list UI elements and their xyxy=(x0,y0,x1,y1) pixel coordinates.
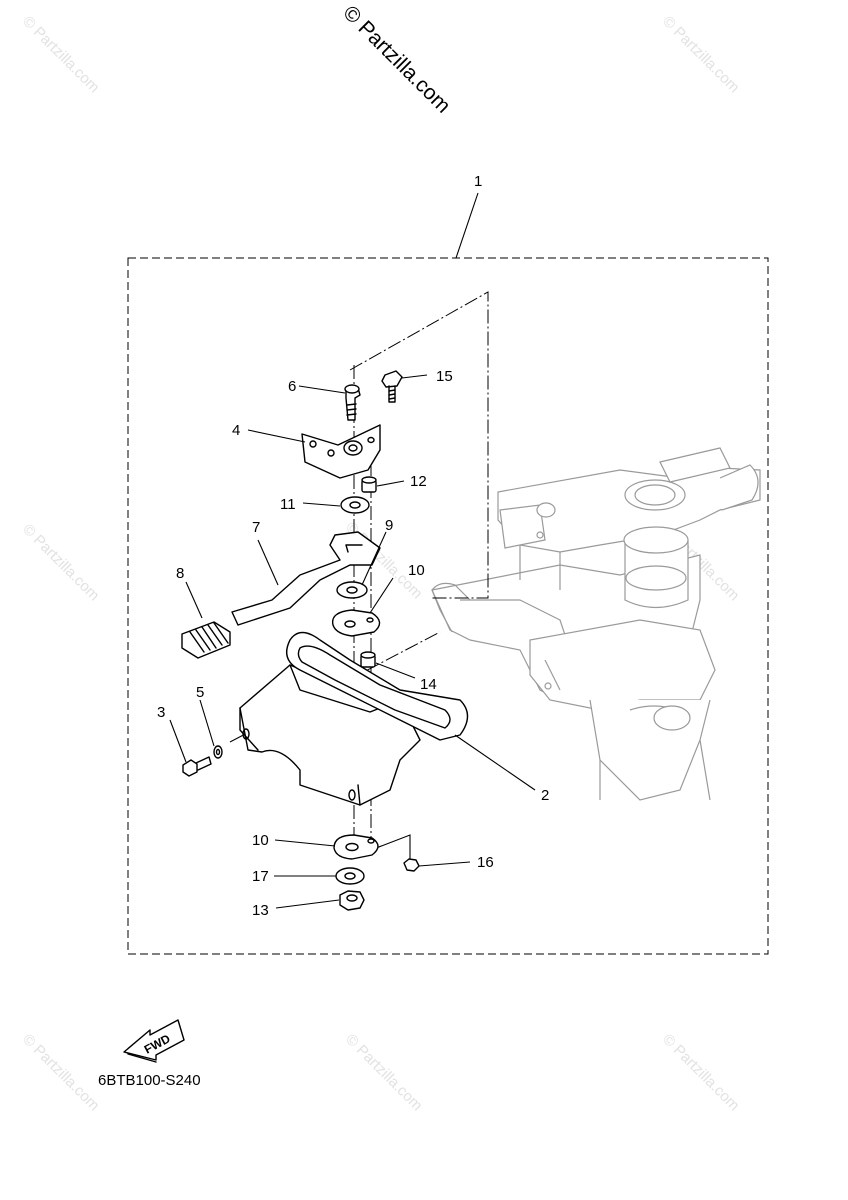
part-3-bolt xyxy=(182,756,212,777)
callout-12: 12 xyxy=(410,473,427,490)
part-8-grip xyxy=(181,621,231,659)
part-15-flange-bolt xyxy=(381,370,403,403)
callout-16: 16 xyxy=(477,854,494,871)
part-10-plate-upper xyxy=(331,609,381,637)
part-14-collar xyxy=(360,651,376,668)
watermark-bottom-left: © Partzilla.com xyxy=(19,1031,102,1114)
part-2-bracket-plate xyxy=(239,631,469,806)
part-12-collar xyxy=(361,476,377,493)
callout-15: 15 xyxy=(436,368,453,385)
diagram-code: 6BTB100-S240 xyxy=(98,1072,201,1089)
callout-8: 8 xyxy=(176,565,184,582)
callout-leaders xyxy=(169,374,536,909)
part-9-washer xyxy=(336,581,368,599)
watermark-top-left: © Partzilla.com xyxy=(19,13,102,96)
callout-14: 14 xyxy=(420,676,437,693)
leader-1 xyxy=(455,192,479,259)
part-7-lever xyxy=(231,531,381,626)
swivel-bracket-ghost xyxy=(431,447,761,801)
part-16-nut xyxy=(403,858,420,872)
part-13-nut xyxy=(339,890,365,911)
callout-11: 11 xyxy=(280,496,296,513)
watermark-bottom-center: © Partzilla.com xyxy=(342,1031,425,1114)
callout-9: 9 xyxy=(385,517,393,534)
callout-13: 13 xyxy=(252,902,269,919)
watermark-mid-left: © Partzilla.com xyxy=(19,521,102,604)
part-5-washer xyxy=(213,745,223,759)
callout-17: 17 xyxy=(252,868,269,885)
part-10-plate-lower xyxy=(333,834,379,860)
callout-10-upper: 10 xyxy=(408,562,425,579)
watermark-top-right: © Partzilla.com xyxy=(659,13,742,96)
assembly-boundary xyxy=(127,257,769,955)
callout-2: 2 xyxy=(541,787,549,804)
part-17-washer xyxy=(335,867,365,885)
callout-10-lower: 10 xyxy=(252,832,269,849)
callout-1: 1 xyxy=(474,173,482,190)
watermark-bottom-right: © Partzilla.com xyxy=(659,1031,742,1114)
callout-6: 6 xyxy=(288,378,296,395)
callout-3: 3 xyxy=(157,704,165,721)
callout-numbers: 1 6 15 4 12 11 7 9 10 8 14 5 3 2 10 16 1… xyxy=(157,173,549,919)
callout-7: 7 xyxy=(252,519,260,536)
part-6-collar-bolt xyxy=(344,384,361,421)
part-11-washer xyxy=(340,496,370,514)
fwd-arrow: FWD xyxy=(123,1019,185,1063)
callout-4: 4 xyxy=(232,422,240,439)
part-4-bracket xyxy=(301,424,381,479)
callout-5: 5 xyxy=(196,684,204,701)
watermark-main: © Partzilla.com xyxy=(338,1,454,117)
